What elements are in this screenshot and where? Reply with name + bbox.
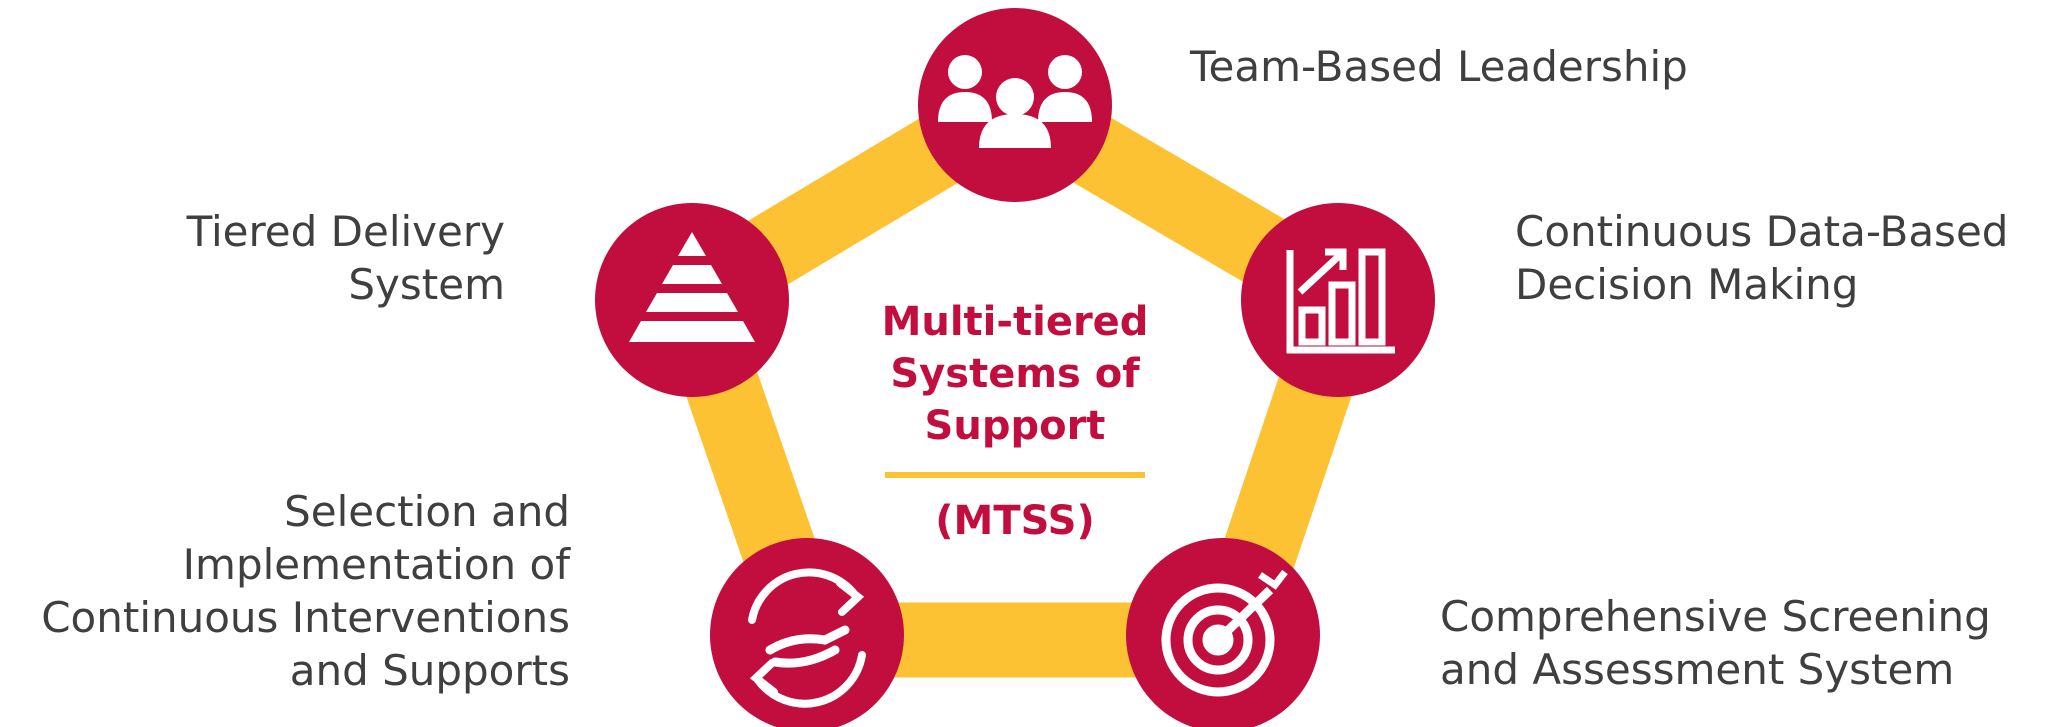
center-title-block: Multi-tiered Systems of Support (MTSS) [870,296,1160,546]
center-divider [885,472,1145,478]
node-team-based-leadership [918,8,1112,202]
bar-chart-icon [1286,248,1395,354]
node-comprehensive-screening [1126,538,1320,727]
label-continuous-data-based-decision-making: Continuous Data-Based Decision Making [1515,207,2009,309]
node-selection-and-implementation [710,538,904,727]
hand-cycle-icon [748,568,866,708]
node-tiered-delivery-system [595,203,789,397]
team-icon [938,55,1092,148]
pyramid-icon [629,232,755,342]
node-continuous-data-based-decision-making [1241,203,1435,397]
label-selection-and-implementation: Selection and Implementation of Continuo… [41,487,570,695]
label-tiered-delivery-system: Tiered Delivery System [186,207,505,309]
target-icon [1161,569,1288,697]
label-team-based-leadership: Team-Based Leadership [1190,42,1688,91]
center-title: Multi-tiered Systems of Support [881,299,1149,449]
label-comprehensive-screening: Comprehensive Screening and Assessment S… [1440,592,1991,694]
center-acronym: (MTSS) [935,498,1095,544]
